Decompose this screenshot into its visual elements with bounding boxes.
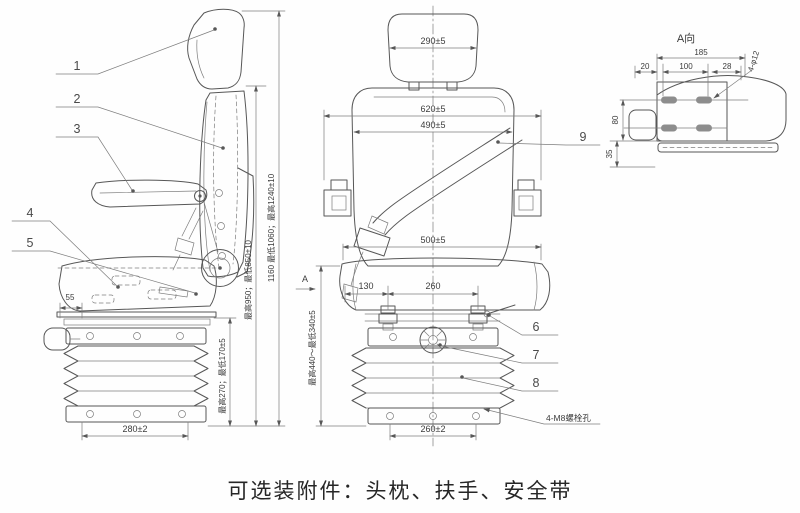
callout-8-label: 8: [533, 376, 540, 390]
detail-dims: 185 20 100 28 4-φ12 80 35: [605, 48, 761, 168]
dim-620-label: 620±5: [421, 104, 446, 114]
seatbelt-side: [172, 207, 204, 271]
seatbelt-front: [341, 127, 523, 303]
dim-80-label: 80: [611, 115, 620, 124]
dim-130-label: 130: [358, 281, 373, 291]
bolt-note-label: 4-M8螺栓孔: [546, 413, 591, 423]
slot-note-label: 4-φ12: [746, 49, 761, 72]
dim-backrest-width: 490±5: [353, 120, 513, 135]
base-plate-side: [65, 405, 207, 423]
bolt-note: 4-M8螺栓孔: [483, 408, 601, 425]
dim-overall-width: 620±5: [323, 104, 542, 181]
detail-view-A: A向 185 20 100 28: [605, 31, 787, 168]
air-valve-knob: [419, 326, 447, 354]
dim-500-label: 500±5: [421, 235, 446, 245]
detail-view-title: A向: [677, 31, 695, 45]
suspension-top-plate-front: [367, 326, 499, 354]
bellows-front: [351, 347, 515, 409]
callout-3: 3: [55, 122, 135, 193]
suspension-top-plate-side: [65, 327, 207, 345]
dim-440-label: 最高440～最低340±5: [307, 310, 317, 386]
dim-290-label: 290±5: [421, 36, 446, 46]
callout-9: 9: [496, 130, 601, 146]
dim-185-label: 185: [694, 48, 708, 57]
armrest-front-right: [513, 179, 542, 217]
headrest-side: [187, 8, 245, 90]
dim-suspension-height: 最高270；最低170±5: [207, 317, 286, 427]
front-view: 290±5 620±5 490±5: [295, 5, 601, 447]
dim-28-label: 28: [723, 62, 732, 71]
callout-1: 1: [55, 27, 217, 75]
section-arrow-A: A: [295, 274, 316, 292]
dim-260b-label: 260±2: [421, 424, 446, 434]
callout-2-label: 2: [74, 92, 81, 106]
callout-7: 7: [438, 343, 559, 364]
dim-280-label: 280±2: [123, 424, 148, 434]
dim-suspension-label: 最高270；最低170±5: [217, 338, 227, 414]
recliner-hub: [201, 249, 239, 287]
section-arrow-label: A: [302, 274, 308, 284]
bellows-side: [63, 345, 209, 407]
dim-total-height-label: 1160 最低1060；最高1240±10: [266, 173, 276, 282]
dim-backrest-height-label: 最高950；最低850±10: [243, 239, 253, 320]
callout-1-label: 1: [74, 59, 81, 73]
dim-base-width-side: 280±2: [81, 421, 189, 441]
cushion-side: [57, 256, 219, 312]
headrest-front: 290±5: [387, 13, 479, 91]
dim-55-label: 55: [66, 293, 75, 302]
dim-backrest-height: 最高950；最低850±10: [243, 85, 267, 427]
callout-8: 8: [460, 375, 559, 392]
callout-3-label: 3: [74, 122, 81, 136]
side-view: 55 280±2 最高270；最低170±5 最高950；最低850±10 11…: [11, 8, 286, 441]
dim-cushion-width: 500±5: [342, 235, 542, 261]
armrest-side: [91, 179, 219, 253]
callout-5-label: 5: [27, 236, 34, 250]
caption: 可选装附件：头枕、扶手、安全带: [227, 480, 573, 503]
dim-rail-offsets: 130 260: [344, 281, 479, 311]
callout-4-label: 4: [27, 206, 34, 220]
backrest-side: [199, 90, 249, 278]
dim-cushion-height: 最高440～最低340±5: [307, 265, 367, 427]
armrest-front-left: [323, 179, 352, 217]
slide-rails-side: [43, 311, 217, 351]
callout-7-label: 7: [533, 348, 540, 362]
mount-slots: [619, 96, 749, 132]
backrest-front: [351, 87, 515, 267]
dim-260-label: 260: [425, 281, 440, 291]
base-plate-front: [367, 407, 501, 425]
dim-35-label: 35: [605, 149, 614, 158]
rails-front: [364, 304, 516, 331]
dim-base-width-front: 260±2: [389, 423, 477, 441]
dim-490-label: 490±5: [421, 120, 446, 130]
dim-front-offset: 55: [59, 293, 83, 319]
callout-6: 6: [487, 313, 559, 336]
dim-20-label: 20: [641, 62, 650, 71]
callout-5: 5: [11, 236, 198, 296]
dim-100-label: 100: [679, 62, 693, 71]
callout-4: 4: [11, 206, 120, 289]
callout-2: 2: [55, 92, 225, 150]
callout-9-label: 9: [580, 130, 587, 144]
recliner-bracket: [215, 167, 255, 278]
dim-total-height: 1160 最低1060；最高1240±10: [241, 10, 286, 427]
callout-6-label: 6: [533, 320, 540, 334]
detail-outline: [628, 75, 787, 153]
